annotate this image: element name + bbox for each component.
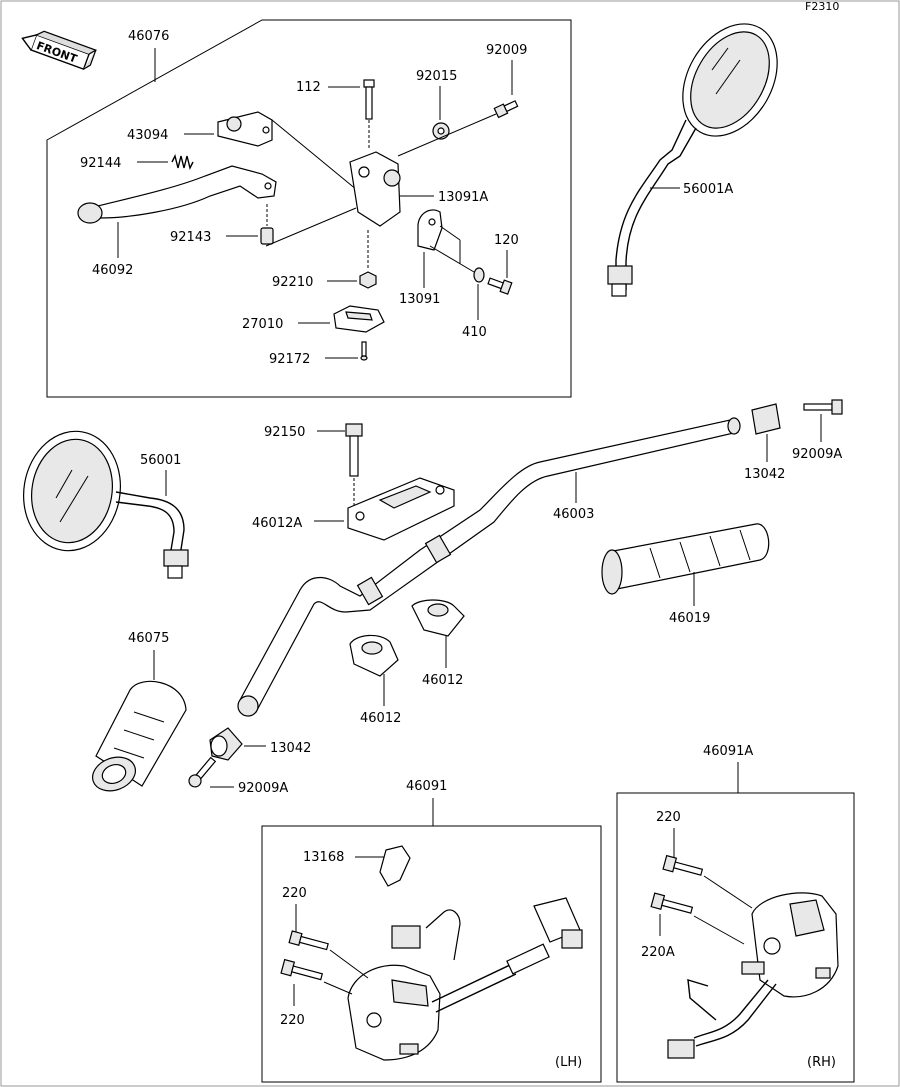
label-220-c: 220 <box>656 810 681 825</box>
lever-46092 <box>77 165 277 224</box>
screw-92172 <box>360 341 368 361</box>
washer-410 <box>473 267 485 283</box>
label-13168: 13168 <box>303 850 344 865</box>
lever-assembly-group: 46076 112 92015 92009 43094 <box>46 19 572 398</box>
lh-switch-housing <box>347 897 583 1061</box>
grip-46075 <box>92 680 187 792</box>
label-112: 112 <box>296 80 321 95</box>
label-220-a: 220 <box>282 886 307 901</box>
screw-92009A-rh <box>803 399 843 415</box>
screw-92009A-lh <box>188 756 217 788</box>
label-410: 410 <box>462 325 487 340</box>
rh-switch-housing <box>667 892 839 1059</box>
holder-46012-left <box>349 634 399 677</box>
screw-220-b <box>280 958 324 981</box>
label-46012-left: 46012 <box>360 711 401 726</box>
bolt-120 <box>487 277 513 295</box>
label-46075: 46075 <box>128 631 169 646</box>
collar-92143 <box>260 204 274 245</box>
bolt-112 <box>363 79 375 150</box>
rh-switch-box <box>616 792 855 1083</box>
label-92150: 92150 <box>264 425 305 440</box>
label-13042-rh: 13042 <box>744 467 785 482</box>
front-arrow-icon: FRONT <box>21 30 98 70</box>
label-46019: 46019 <box>669 611 710 626</box>
washer-92015 <box>432 122 450 140</box>
label-92143: 92143 <box>170 230 211 245</box>
clamp-housing-13091A <box>349 151 401 227</box>
label-92009A-lh: 92009A <box>238 781 288 796</box>
label-46003: 46003 <box>553 507 594 522</box>
side-rh-label: (RH) <box>807 1055 836 1070</box>
label-92009: 92009 <box>486 43 527 58</box>
screw-220-a <box>288 930 329 951</box>
label-92172: 92172 <box>269 352 310 367</box>
label-220-b: 220 <box>280 1013 305 1028</box>
screw-220A <box>650 892 694 914</box>
spring-92144 <box>171 153 194 171</box>
clamp-13091 <box>417 209 443 251</box>
label-56001: 56001 <box>140 453 181 468</box>
label-46012A: 46012A <box>252 516 302 531</box>
lh-switch-box <box>261 825 602 1083</box>
bolt-92150 <box>345 423 363 510</box>
holder-46012-right <box>411 599 465 637</box>
screw-220-c <box>662 854 704 876</box>
label-92144: 92144 <box>80 156 121 171</box>
label-43094: 43094 <box>127 128 168 143</box>
nut-92210 <box>359 230 377 289</box>
holder-46012A <box>347 477 455 541</box>
mirror-56001A <box>607 23 778 297</box>
mirror-56001 <box>22 430 189 579</box>
label-92009A-rh: 92009A <box>792 447 842 462</box>
screw-92009 <box>493 100 519 119</box>
label-120: 120 <box>494 233 519 248</box>
grip-46019 <box>601 523 770 595</box>
label-46076: 46076 <box>128 29 169 44</box>
handlebar-46003 <box>237 417 741 717</box>
label-13091A: 13091A <box>438 190 488 205</box>
label-220A: 220A <box>641 945 675 960</box>
label-13042-lh: 13042 <box>270 741 311 756</box>
label-46012-right: 46012 <box>422 673 463 688</box>
label-46091: 46091 <box>406 779 447 794</box>
label-46092: 46092 <box>92 263 133 278</box>
switch-27010 <box>333 305 385 333</box>
side-lh-label: (LH) <box>555 1055 582 1070</box>
label-92210: 92210 <box>272 275 313 290</box>
figure-code: F2310 <box>805 0 839 13</box>
weight-13042-rh <box>751 403 781 435</box>
label-46091A: 46091A <box>703 744 753 759</box>
lever-assembly-box <box>46 19 572 398</box>
label-56001A: 56001A <box>683 182 733 197</box>
label-27010: 27010 <box>242 317 283 332</box>
weight-13042-lh <box>209 727 243 761</box>
label-13091: 13091 <box>399 292 440 307</box>
bracket-43094 <box>217 111 273 147</box>
label-92015: 92015 <box>416 69 457 84</box>
clip-13168 <box>379 845 411 887</box>
